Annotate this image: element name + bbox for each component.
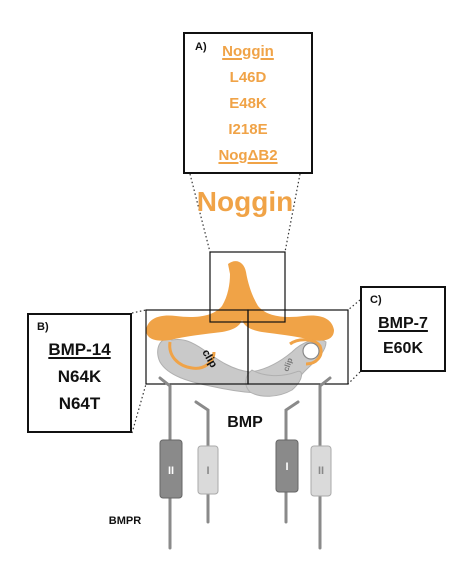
receptor-stalks (158, 376, 332, 550)
panel-a-noggin-mutants: A) Noggin L46D E48K I218E NogΔB2 (183, 32, 313, 174)
bmp-binding-pocket (302, 342, 320, 360)
panel-a-mutation: I218E (228, 121, 268, 138)
receptor-boxes (159, 439, 332, 499)
receptor-labels: II I I II (168, 461, 324, 477)
clip-loop-right (289, 338, 323, 366)
connector-c-top (347, 299, 361, 311)
connector-c-bottom (347, 371, 361, 385)
clip-loop-left (168, 341, 216, 370)
zoom-box-c (247, 309, 349, 385)
connector-a-right (284, 173, 301, 253)
panel-c-mutation: E60K (382, 340, 424, 357)
panel-b-mutation: N64K (57, 367, 102, 386)
noggin-title: Noggin (196, 186, 294, 217)
receptor-label-left-i: I (206, 465, 209, 477)
panel-c-tag: C) (370, 294, 382, 306)
noggin-shape (146, 261, 334, 341)
receptor-box-left-i (197, 445, 219, 495)
panel-b-bmp14-mutants: B) BMP-14 N64K N64T (27, 313, 132, 433)
noggin-body (146, 261, 334, 341)
connector-lines (131, 173, 361, 434)
panel-a-mutation: L46D (229, 69, 267, 86)
receptor-box-left-ii (159, 439, 183, 499)
bmpr-label: BMPR (108, 515, 142, 527)
receptor-label-left-ii: II (168, 465, 174, 477)
panel-c-bmp7-mutants: C) BMP-7 E60K (360, 286, 446, 372)
zoom-boxes (145, 251, 349, 385)
bmp-label: BMP (227, 414, 263, 431)
panel-b-mutation: N64T (58, 394, 101, 413)
bmp-dimer (157, 338, 327, 397)
panel-a-mutation: NogΔB2 (218, 147, 278, 164)
receptor-label-right-ii: II (318, 465, 324, 477)
receptor-label-right-i: I (285, 461, 288, 473)
clip-label-right: clip (281, 357, 294, 373)
bmp-lower-lobe (245, 369, 302, 397)
panel-b-heading: BMP-14 (48, 340, 111, 359)
receptor-box-right-i (275, 439, 299, 493)
panel-a-tag: A) (195, 41, 207, 53)
connector-a-left (189, 173, 211, 253)
panel-a-heading: Noggin (222, 43, 274, 60)
clip-segments (168, 338, 323, 370)
receptor-box-right-ii (310, 445, 332, 497)
panel-a-mutation: E48K (229, 95, 267, 112)
panel-b-tag: B) (37, 321, 49, 333)
panel-c-heading: BMP-7 (378, 315, 428, 332)
